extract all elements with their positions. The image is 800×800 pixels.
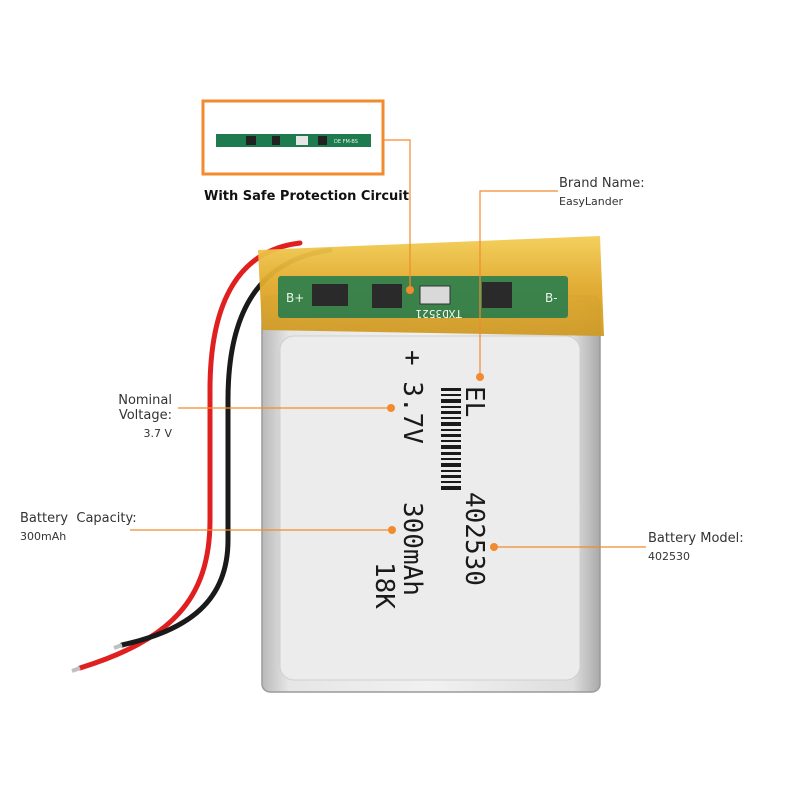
callout-nominal-voltage: Nominal Voltage: 3.7 V: [68, 393, 172, 440]
pcb-inset-chip-2: [272, 136, 280, 145]
pcb-code: TXD3521: [416, 307, 462, 320]
pcb-chip-3: [419, 285, 451, 305]
callout-voltage-value: 3.7 V: [143, 427, 172, 440]
pcb-inset-code: DE FM-BS: [334, 139, 358, 145]
print-line-capacity: 300mAh: [397, 502, 427, 596]
callout-lines: [130, 139, 646, 548]
callout-battery-capacity: Battery Capacity: 300mAh: [20, 511, 137, 543]
black-wire-tip: [113, 643, 123, 650]
cell-inner-panel: [279, 335, 581, 681]
pcb-inset-chip-3: [296, 136, 308, 145]
callout-brand-value: EasyLander: [559, 195, 624, 208]
callout-capacity-value: 300mAh: [20, 530, 67, 543]
pcb-chip-1: [312, 284, 348, 306]
callout-capacity-label: Battery Capacity:: [20, 511, 137, 526]
callout-brand-label: Brand Name:: [559, 176, 645, 191]
callout-dots: [387, 286, 498, 551]
print-brand-mark: EL: [459, 386, 489, 417]
pcb-inset-chip-4: [318, 136, 327, 145]
pcb-minus-label: B-: [545, 291, 558, 305]
callout-model-value: 402530: [648, 550, 690, 563]
pcb-inset-chip-1: [246, 136, 256, 145]
callout-battery-model: Battery Model: 402530: [648, 531, 744, 563]
barcode: [441, 388, 461, 490]
callout-model-label: Battery Model:: [648, 531, 744, 546]
print-line-voltage: + 3.7V: [397, 350, 427, 444]
pcb-caption: With Safe Protection Circuit: [204, 189, 409, 204]
print-line-batch: 18K: [369, 562, 399, 609]
print-model-mark: 402530: [459, 492, 489, 586]
pcb-chip-4: [482, 282, 512, 308]
red-wire-tip: [71, 666, 81, 673]
callout-brand-name: Brand Name: EasyLander: [559, 176, 645, 208]
callout-voltage-label: Nominal Voltage:: [118, 393, 172, 423]
pcb-chip-2: [372, 284, 402, 308]
pcb-plus-label: B+: [286, 291, 304, 305]
